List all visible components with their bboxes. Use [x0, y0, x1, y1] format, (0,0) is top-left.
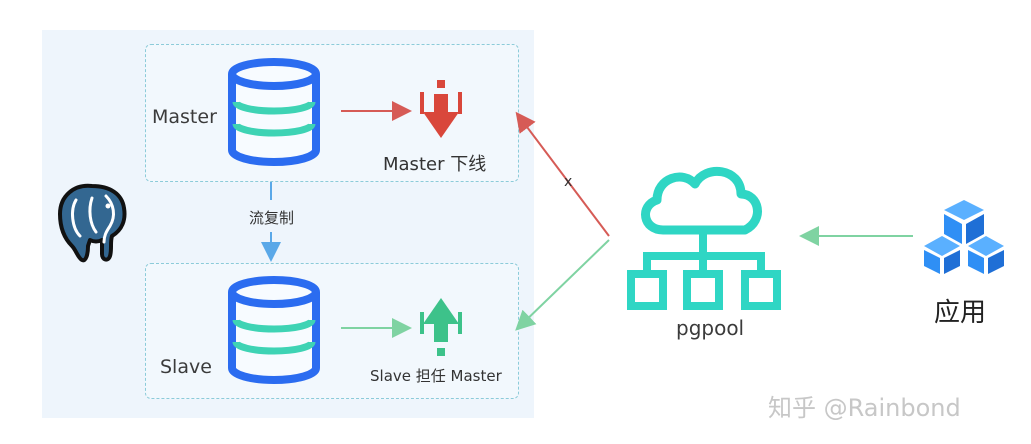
slave-database-icon	[228, 276, 320, 384]
promote-up-arrow-icon	[420, 298, 462, 356]
offline-down-arrow-icon	[420, 80, 462, 138]
pgpool-to-master-route	[515, 111, 610, 237]
app-cube-icon	[924, 200, 1004, 274]
slave-promote-label: Slave 担任 Master	[370, 367, 502, 385]
pgpool-cloud-network-icon	[627, 166, 781, 310]
pgpool-label: pgpool	[676, 316, 745, 340]
master-database-icon	[228, 58, 320, 166]
slave-box	[145, 263, 519, 399]
failed-route-mark: x	[564, 174, 573, 190]
master-label: Master	[152, 106, 217, 128]
slave-label: Slave	[160, 356, 212, 378]
pgpool-to-slave-route	[515, 239, 610, 331]
watermark: 知乎 @Rainbond	[768, 394, 961, 422]
postgresql-elephant-icon	[58, 183, 127, 263]
master-offline-label: Master 下线	[383, 154, 487, 175]
replication-label: 流复制	[249, 209, 295, 227]
app-label: 应用	[934, 298, 987, 328]
